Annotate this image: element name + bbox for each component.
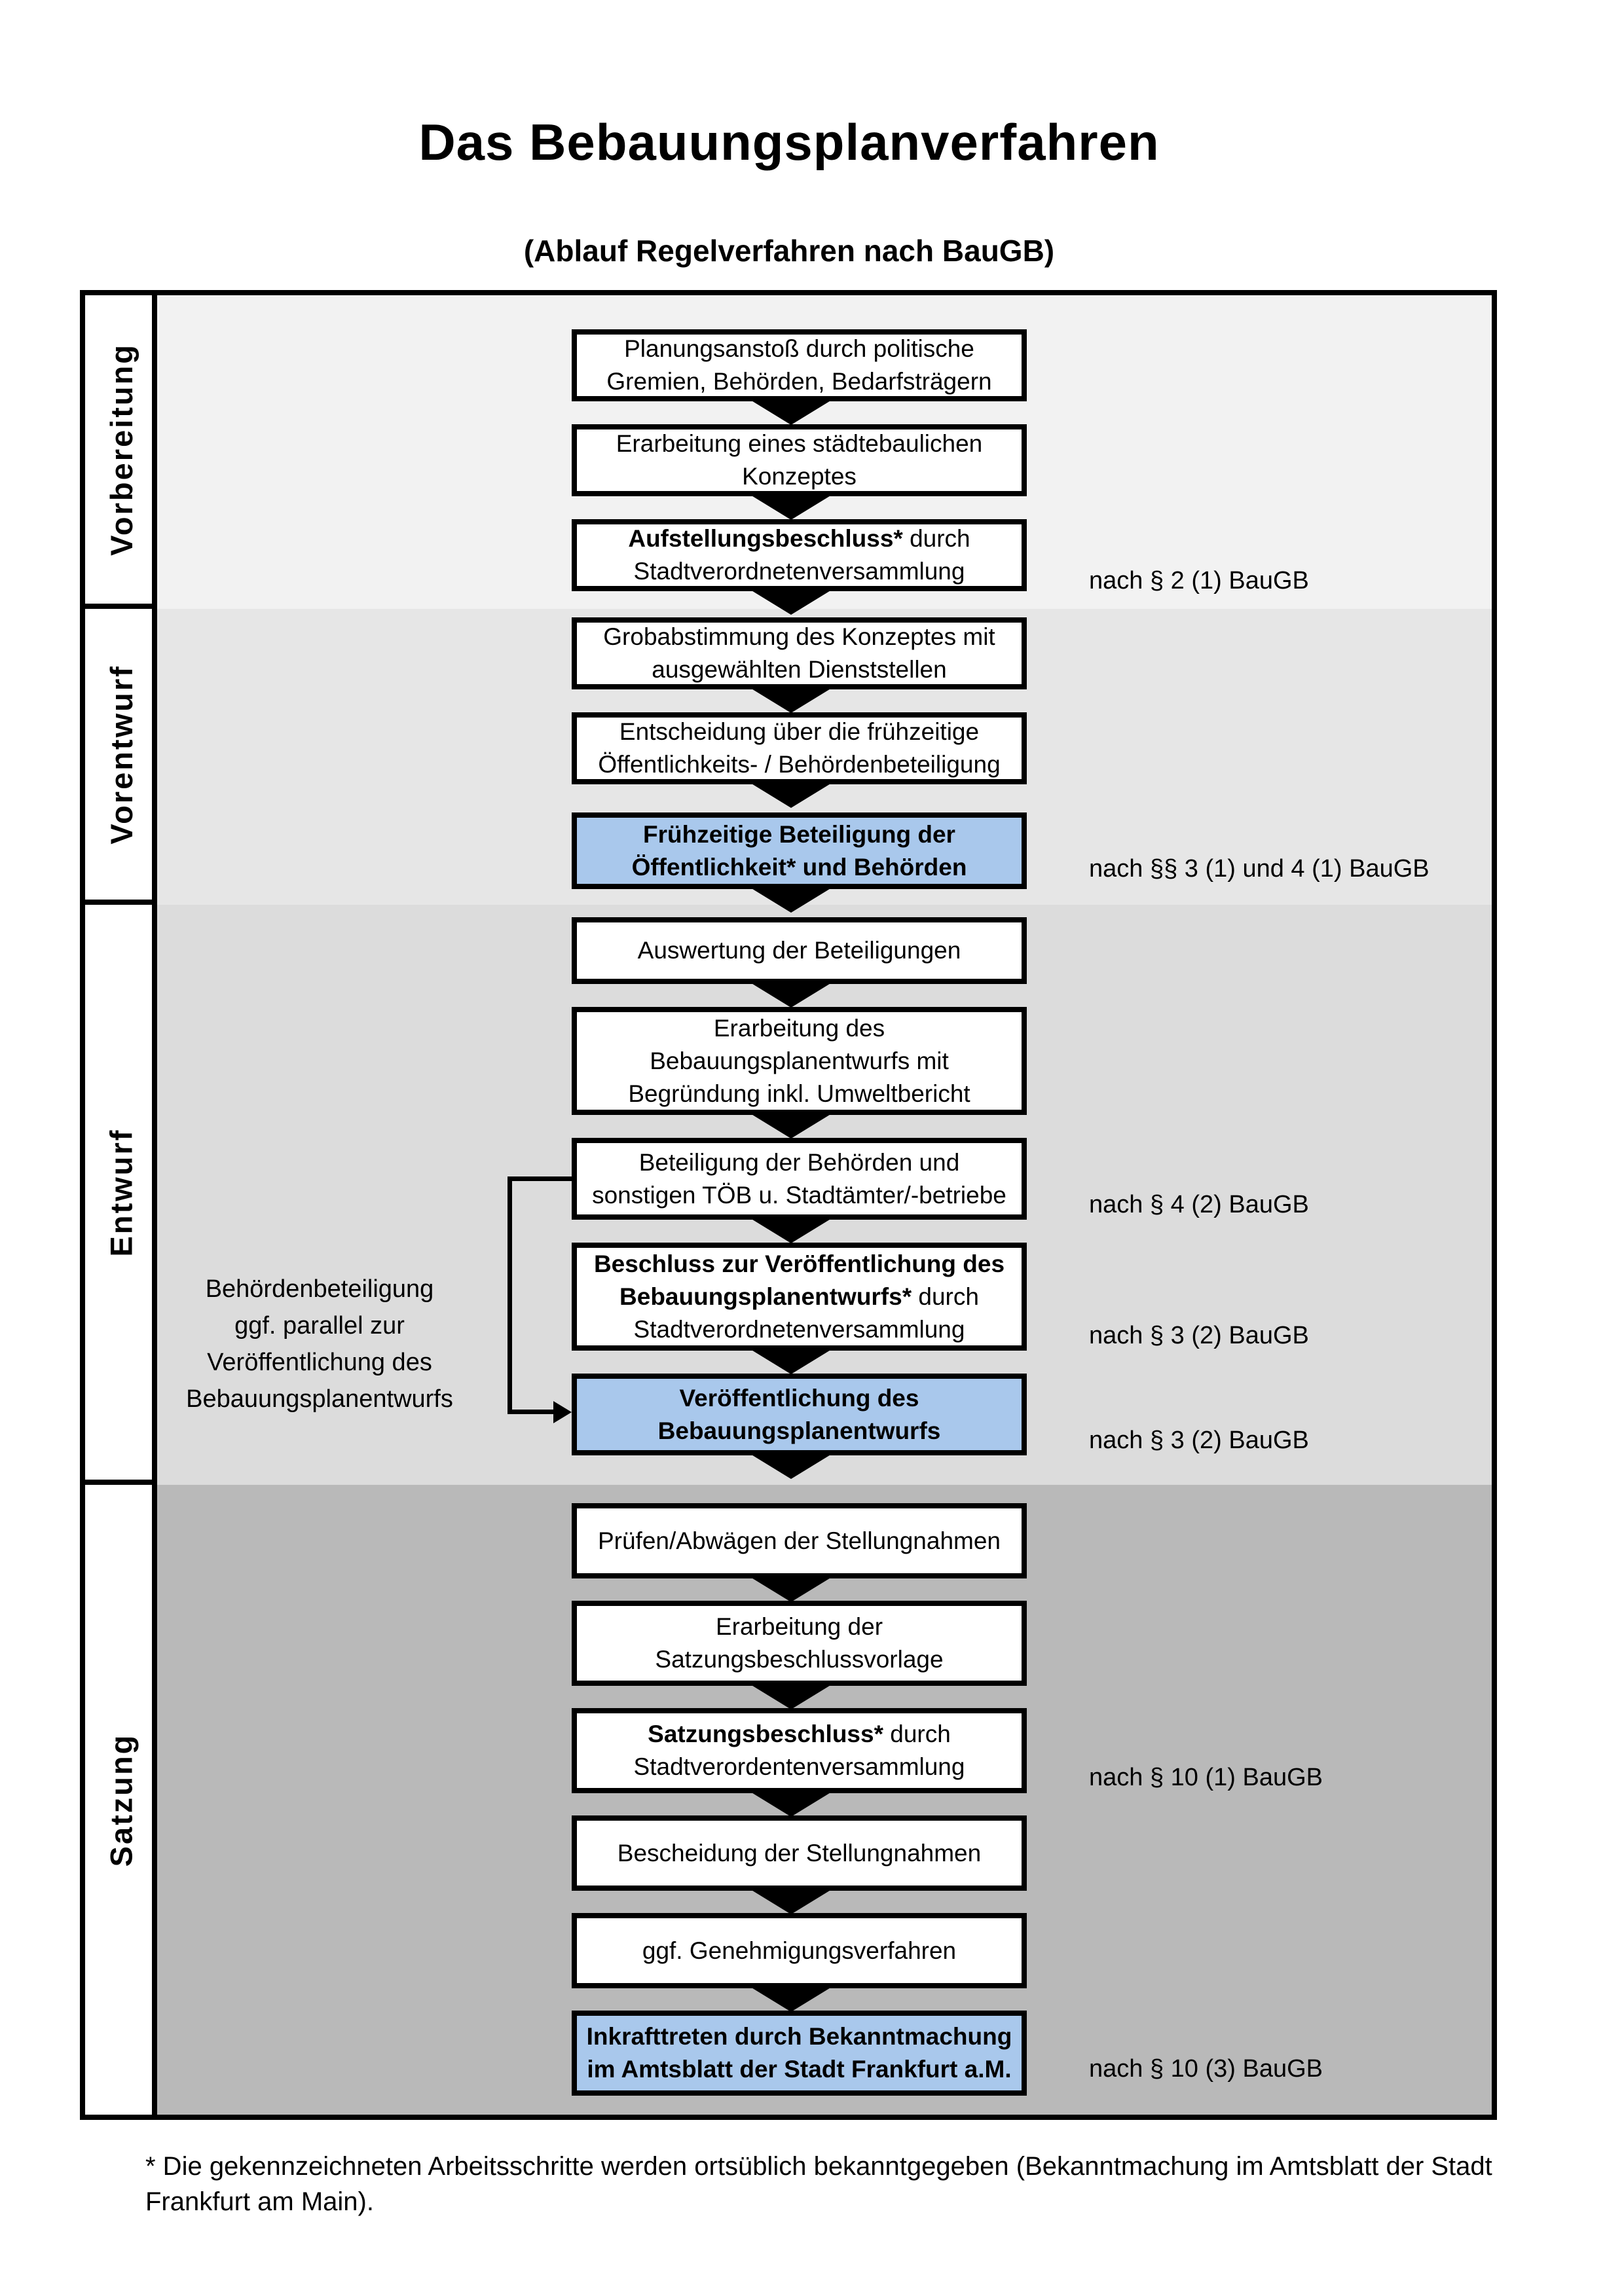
box-fruehzeitige-beteiligung: Frühzeitige Beteiligung der Öffentlichke… <box>572 812 1027 889</box>
phase-label-text: Satzung <box>103 1733 139 1867</box>
phase-label-column: Vorbereitung Vorentwurf Entwurf Satzung <box>85 295 157 2115</box>
box-staedtebauliches-konzept: Erarbeitung eines städtebaulichen Konzep… <box>572 424 1027 496</box>
box-bescheidung-stellungnahmen: Bescheidung der Stellungnahmen <box>572 1815 1027 1891</box>
box-beschluss-veroeffentlichung: Beschluss zur Veröffentlichung des Bebau… <box>572 1243 1027 1351</box>
phase-label-vorbereitung: Vorbereitung <box>85 295 157 609</box>
legal-reference: nach § 10 (1) BauGB <box>1089 1764 1323 1791</box>
flow-arrow-down-icon <box>750 1454 832 1479</box>
legal-reference: nach § 4 (2) BauGB <box>1089 1191 1309 1218</box>
box-grobabstimmung: Grobabstimmung des Konzeptes mit ausgewä… <box>572 617 1027 689</box>
box-line: Grobabstimmung des Konzeptes mit <box>603 623 995 650</box>
box-line: Veröffentlichung des <box>679 1384 919 1412</box>
box-veroeffentlichung-entwurf: Veröffentlichung des Bebauungsplanentwur… <box>572 1374 1027 1455</box>
box-line: Prüfen/Abwägen der Stellungnahmen <box>597 1527 1001 1554</box>
box-line: Begründung inkl. Umweltbericht <box>628 1080 970 1107</box>
page-title: Das Bebauungsplanverfahren <box>418 113 1160 171</box>
legal-reference: nach §§ 3 (1) und 4 (1) BauGB <box>1089 855 1430 883</box>
box-line: Entscheidung über die frühzeitige <box>619 718 980 745</box>
flow-arrow-down-icon <box>750 590 832 615</box>
phase-label-text: Entwurf <box>103 1128 139 1256</box>
box-satzungsbeschluss: Satzungsbeschluss* durch Stadtverordente… <box>572 1708 1027 1793</box>
box-line: Bebauungsplanentwurfs* durch <box>619 1283 979 1310</box>
legal-reference: nach § 2 (1) BauGB <box>1089 567 1309 594</box>
box-entscheidung-fruehzeitige-beteiligung: Entscheidung über die frühzeitige Öffent… <box>572 712 1027 784</box>
process-diagram-frame: Vorbereitung Vorentwurf Entwurf Satzung … <box>80 290 1497 2120</box>
flow-arrow-down-icon <box>750 1114 832 1139</box>
box-erarbeitung-satzungsbeschlussvorlage: Erarbeitung der Satzungsbeschlussvorlage <box>572 1601 1027 1686</box>
footnote: * Die gekennzeichneten Arbeitsschritte w… <box>145 2149 1586 2219</box>
box-line: Beschluss zur Veröffentlichung des <box>593 1250 1005 1277</box>
note-line: ggf. parallel zur <box>234 1312 405 1339</box>
note-line: Behördenbeteiligung <box>205 1275 434 1303</box>
box-line: Satzungsbeschlussvorlage <box>655 1646 944 1673</box>
box-line: im Amtsblatt der Stadt Frankfurt a.M. <box>587 2056 1012 2083</box>
footnote-line: * Die gekennzeichneten Arbeitsschritte w… <box>145 2152 1492 2181</box>
phase-label-entwurf: Entwurf <box>85 905 157 1485</box>
box-line: Öffentlichkeits- / Behördenbeteiligung <box>598 751 1001 778</box>
box-line: Satzungsbeschluss* durch <box>648 1721 951 1747</box>
box-auswertung-beteiligungen: Auswertung der Beteiligungen <box>572 917 1027 984</box>
legal-reference: nach § 3 (2) BauGB <box>1089 1322 1309 1349</box>
legal-reference: nach § 3 (2) BauGB <box>1089 1427 1309 1454</box>
note-line: Bebauungsplanentwurfs <box>186 1385 453 1413</box>
parallel-connector-line-vertical <box>507 1176 512 1414</box>
flow-arrow-down-icon <box>750 1577 832 1602</box>
box-line: Öffentlichkeit* und Behörden <box>631 853 967 881</box>
box-line: sonstigen TÖB u. Stadtämter/-betriebe <box>592 1181 1006 1209</box>
box-line: Auswertung der Beteiligungen <box>637 937 961 964</box>
parallel-process-note: Behördenbeteiligung ggf. parallel zur Ve… <box>149 1271 490 1417</box>
box-planungsanstoss: Planungsanstoß durch politische Gremien,… <box>572 329 1027 401</box>
footnote-line: Frankfurt am Main). <box>145 2187 374 2216</box>
box-behoerdenbeteiligung-toeb: Beteiligung der Behörden und sonstigen T… <box>572 1138 1027 1220</box>
box-line: ausgewählten Dienststellen <box>652 656 947 683</box>
box-line: Erarbeitung eines städtebaulichen <box>616 430 983 457</box>
note-line: Veröffentlichung des <box>207 1349 432 1376</box>
box-inkrafttreten: Inkrafttreten durch Bekanntmachung im Am… <box>572 2011 1027 2096</box>
box-aufstellungsbeschluss: Aufstellungsbeschluss* durch Stadtverord… <box>572 519 1027 591</box>
phase-label-text: Vorentwurf <box>103 664 139 845</box>
flow-arrow-down-icon <box>750 400 832 425</box>
box-line: Stadtverordnetenversammlung <box>633 558 965 585</box>
box-pruefen-abwaegen: Prüfen/Abwägen der Stellungnahmen <box>572 1503 1027 1578</box>
box-genehmigungsverfahren: ggf. Genehmigungsverfahren <box>572 1913 1027 1988</box>
box-line: Beteiligung der Behörden und <box>638 1148 960 1176</box>
box-line: ggf. Genehmigungsverfahren <box>642 1937 957 1964</box>
flow-arrow-down-icon <box>750 495 832 520</box>
box-line: Aufstellungsbeschluss* durch <box>628 525 970 552</box>
box-line: Konzeptes <box>742 463 857 490</box>
box-line: Bebauungsplanentwurfs mit <box>650 1047 949 1074</box>
flow-arrow-down-icon <box>750 1218 832 1243</box>
flow-arrow-down-icon <box>750 983 832 1008</box>
box-line: Bebauungsplanentwurfs <box>657 1417 941 1444</box>
flow-arrow-down-icon <box>750 688 832 713</box>
page-subtitle: (Ablauf Regelverfahren nach BauGB) <box>523 234 1055 268</box>
box-erarbeitung-bebauungsplanentwurf: Erarbeitung des Bebauungsplanentwurfs mi… <box>572 1007 1027 1115</box>
flow-arrow-down-icon <box>750 888 832 913</box>
legal-reference: nach § 10 (3) BauGB <box>1089 2055 1323 2083</box>
phase-label-text: Vorbereitung <box>103 343 139 556</box>
box-line: Planungsanstoß durch politische <box>624 335 974 362</box>
box-line: Erarbeitung der <box>715 1613 883 1640</box>
flow-arrow-down-icon <box>750 1889 832 1914</box>
flow-arrow-down-icon <box>750 783 832 808</box>
connector-arrow-right-icon <box>553 1401 572 1423</box>
parallel-connector-line-bottom <box>507 1410 555 1414</box>
phase-label-satzung: Satzung <box>85 1485 157 2115</box>
box-line: Erarbeitung des <box>713 1014 885 1042</box>
box-line: Frühzeitige Beteiligung der <box>643 820 955 848</box>
flow-arrow-down-icon <box>750 1987 832 2012</box>
box-line: Gremien, Behörden, Bedarfsträgern <box>606 368 992 395</box>
parallel-connector-line-top <box>507 1176 572 1181</box>
flow-arrow-down-icon <box>750 1792 832 1817</box>
flow-arrow-down-icon <box>750 1349 832 1374</box>
phase-label-vorentwurf: Vorentwurf <box>85 609 157 905</box>
box-line: Inkrafttreten durch Bekanntmachung <box>586 2023 1012 2050</box>
box-line: Stadtverordentenversammlung <box>633 1753 965 1780</box>
flow-arrow-down-icon <box>750 1685 832 1709</box>
box-line: Stadtverordnetenversammlung <box>633 1315 965 1343</box>
box-line: Bescheidung der Stellungnahmen <box>617 1839 982 1867</box>
